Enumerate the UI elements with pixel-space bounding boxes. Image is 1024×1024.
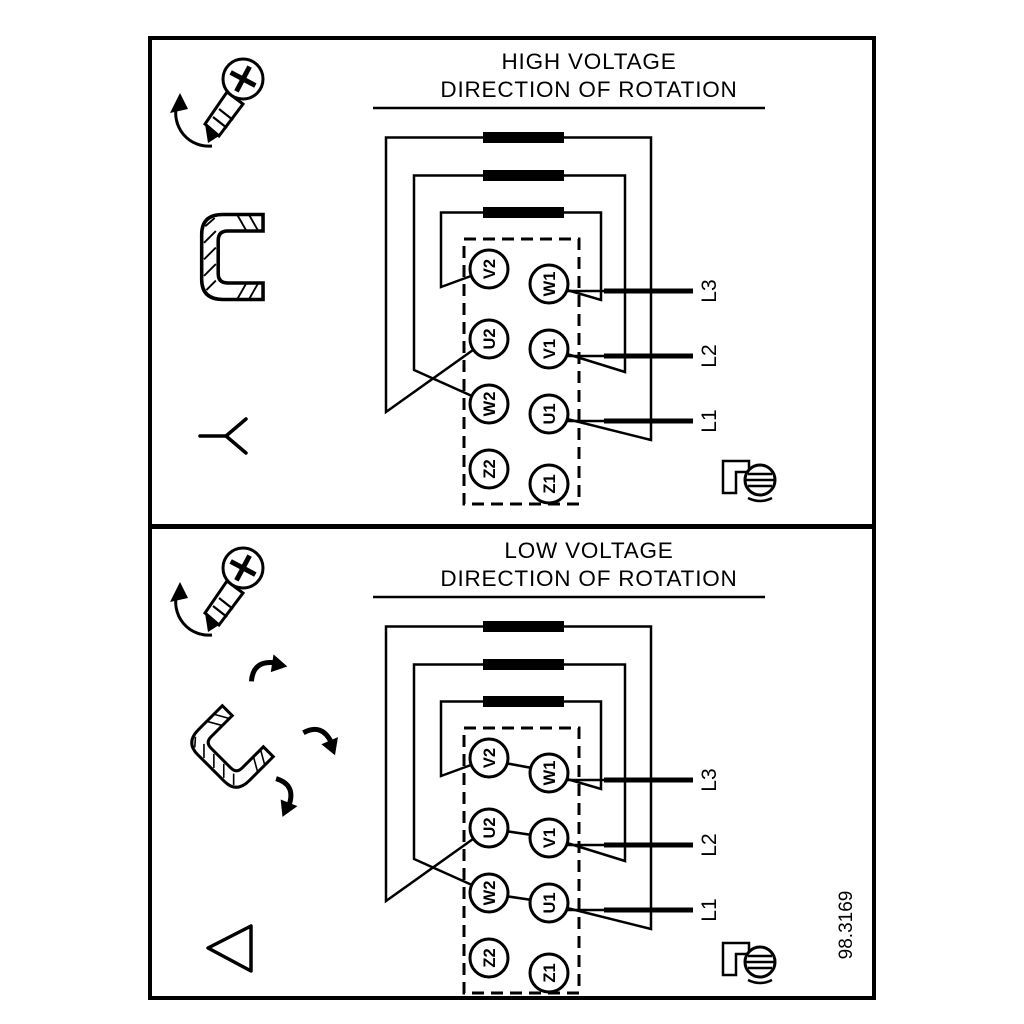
terminal-links-delta-icon (190, 654, 338, 817)
terminal-circle-u2 (468, 318, 510, 360)
wiring-lines (384, 625, 653, 931)
delta-link-line (504, 829, 533, 837)
terminal-circle-w1 (528, 752, 570, 794)
panel-high-voltage: HIGH VOLTAGE DIRECTION OF ROTATION (152, 40, 872, 529)
delta-link-line (504, 761, 533, 770)
delta-link-line (504, 894, 533, 902)
terminal-label-v2: V2 (481, 259, 499, 279)
star-connection-icon (198, 417, 248, 455)
screw-rotation-icon (170, 57, 265, 148)
screw-rotation-icon (170, 546, 265, 637)
jumper-bar (483, 696, 564, 707)
terminal-circle-u1 (528, 882, 570, 924)
terminal-label-u2: U2 (481, 817, 499, 838)
panel-title: LOW VOLTAGE (504, 538, 673, 563)
terminal-label-w2: W2 (481, 881, 499, 906)
terminal-label-z2: Z2 (481, 459, 499, 478)
line-label-l2: L2 (698, 833, 721, 856)
screw-terminal-icon (721, 941, 777, 985)
screw-terminal-icon (721, 459, 777, 503)
terminal-label-z2: Z2 (481, 948, 499, 967)
jumper-bar (483, 621, 564, 632)
terminal-label-v1: V1 (541, 339, 559, 359)
jumper-bar (483, 170, 564, 181)
terminal-circle-z2 (468, 937, 510, 979)
line-label-l1: L1 (698, 898, 721, 921)
terminal-circle-w1 (528, 263, 570, 305)
terminal-label-u1: U1 (541, 403, 559, 424)
jumper-bar (483, 659, 564, 670)
terminal-label-u2: U2 (481, 328, 499, 349)
wiring-diagram-figure: HIGH VOLTAGE DIRECTION OF ROTATION (148, 36, 876, 1000)
panel-low-voltage: LOW VOLTAGE DIRECTION OF ROTATION (152, 529, 872, 996)
panel-title: HIGH VOLTAGE (501, 49, 676, 74)
terminal-circle-z2 (468, 448, 510, 490)
high-voltage-diagram: HIGH VOLTAGE DIRECTION OF ROTATION (170, 49, 777, 506)
terminal-circle-w2 (468, 872, 510, 914)
terminal-box-outline (462, 726, 581, 995)
figure-number: 98.3169 (836, 891, 857, 960)
terminal-circles (468, 248, 570, 505)
line-label-l3: L3 (698, 279, 721, 302)
terminal-label-u1: U1 (541, 892, 559, 913)
terminal-circle-u1 (528, 393, 570, 435)
terminal-label-w1: W1 (541, 761, 559, 786)
terminal-circle-v2 (468, 248, 510, 290)
terminal-label-w1: W1 (541, 272, 559, 297)
supply-lines (567, 288, 693, 424)
panel-subtitle: DIRECTION OF ROTATION (440, 566, 737, 591)
jumper-bar (483, 207, 564, 218)
jumper-bars (483, 132, 564, 218)
terminal-label-v2: V2 (481, 748, 499, 768)
line-label-l2: L2 (698, 344, 721, 367)
line-label-l1: L1 (698, 409, 721, 432)
terminal-box-outline (462, 237, 581, 506)
terminal-circles (468, 737, 570, 994)
link-direction-arrows (248, 654, 338, 817)
terminal-label-v1: V1 (541, 828, 559, 848)
terminal-circle-w2 (468, 383, 510, 425)
delta-connection-icon (206, 924, 253, 973)
low-voltage-diagram: LOW VOLTAGE DIRECTION OF ROTATION (170, 538, 857, 995)
jumper-bars (483, 621, 564, 707)
terminal-circle-z1 (528, 463, 570, 505)
line-label-l3: L3 (698, 768, 721, 791)
terminal-circle-v1 (528, 817, 570, 859)
terminal-circle-z1 (528, 952, 570, 994)
terminal-circle-v1 (528, 328, 570, 370)
terminal-circle-u2 (468, 807, 510, 849)
terminal-link-icon (199, 212, 265, 302)
terminal-label-w2: W2 (481, 392, 499, 417)
supply-lines (567, 777, 693, 913)
terminal-label-z1: Z1 (541, 963, 559, 982)
terminal-circle-v2 (468, 737, 510, 779)
panel-subtitle: DIRECTION OF ROTATION (440, 77, 737, 102)
terminal-label-z1: Z1 (541, 474, 559, 493)
jumper-bar (483, 132, 564, 143)
